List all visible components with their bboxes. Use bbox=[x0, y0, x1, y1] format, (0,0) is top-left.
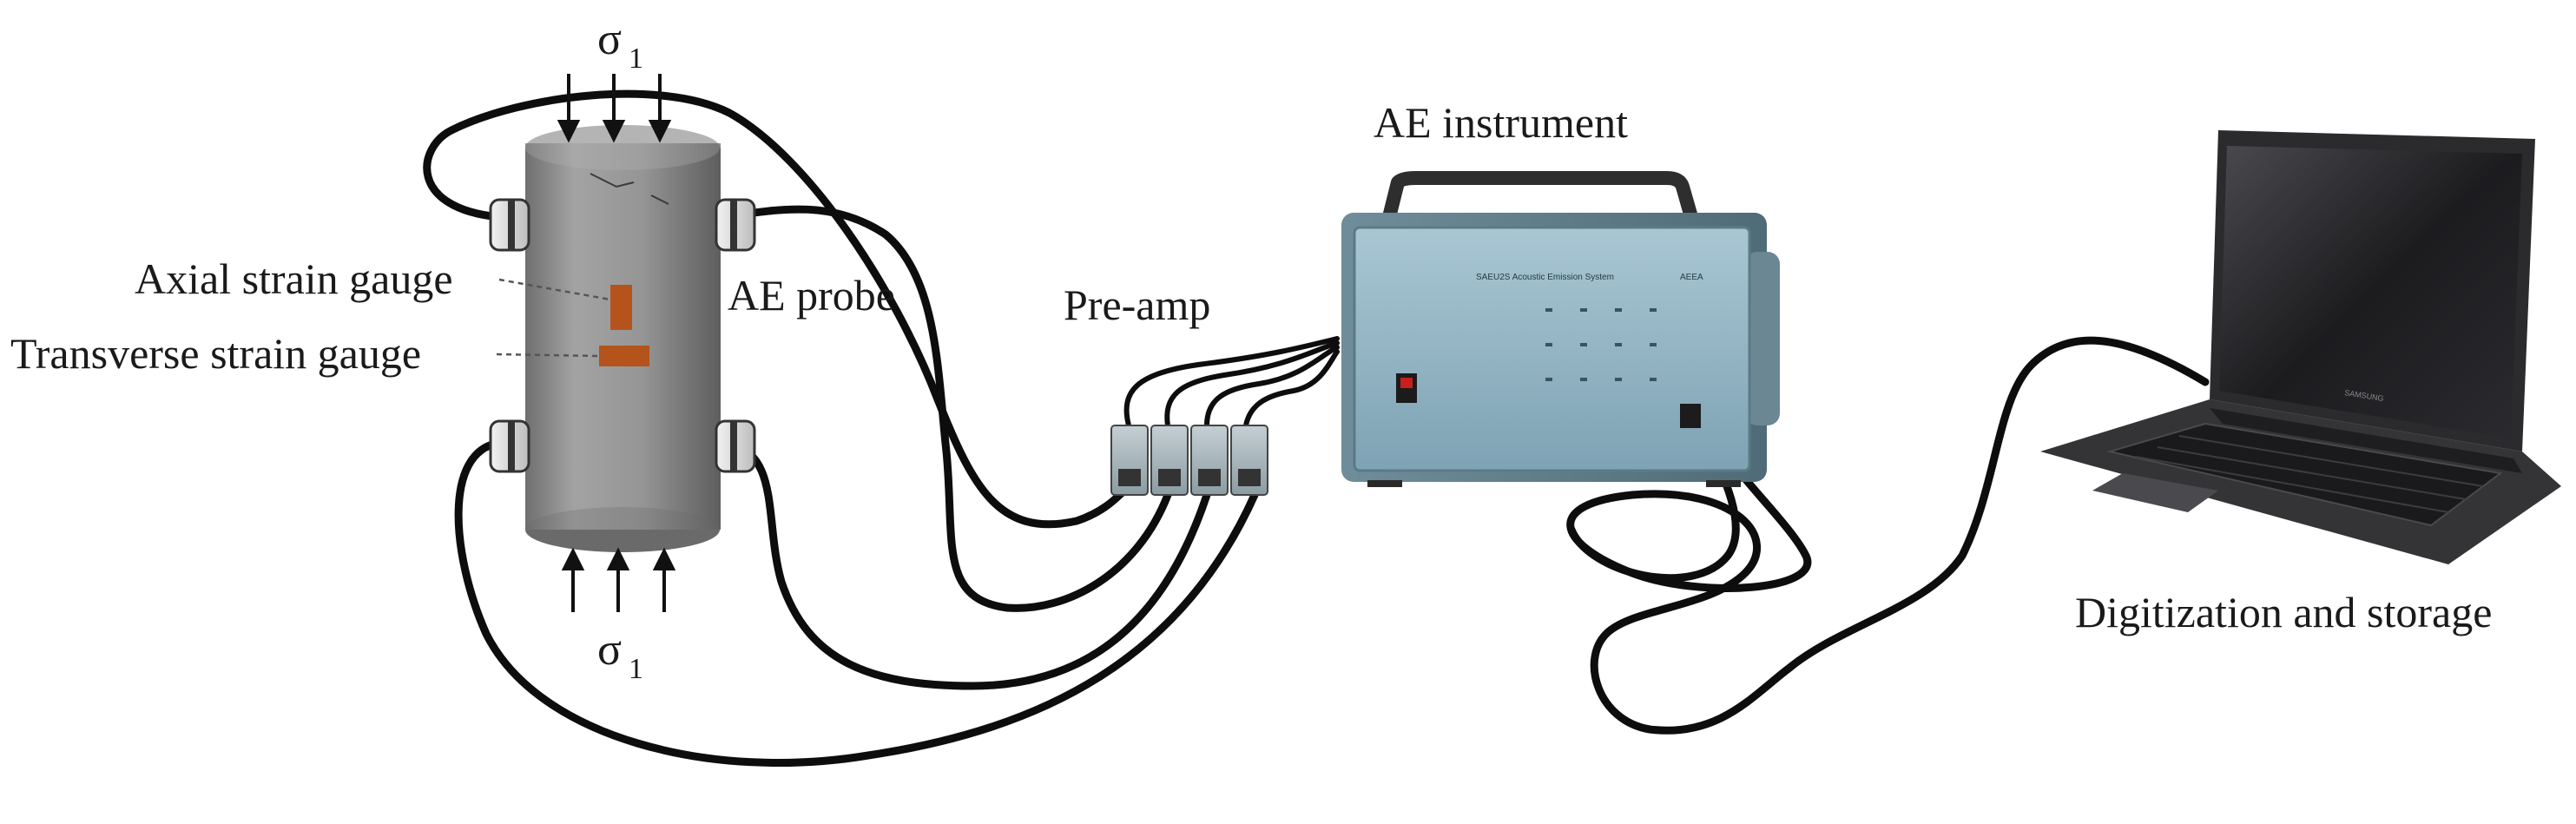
pre-amp-3 bbox=[1190, 425, 1229, 496]
arrow-down-icon bbox=[557, 74, 581, 143]
arrow-up-icon bbox=[652, 547, 676, 612]
sigma-symbol-bottom: σ bbox=[597, 625, 622, 675]
sigma-top-label: σ 1 bbox=[597, 15, 643, 75]
instrument-laptop-cable bbox=[1566, 336, 2210, 735]
pre-amp-2 bbox=[1150, 425, 1189, 496]
preamp-cable-1 bbox=[1123, 336, 1340, 428]
ae-probe-bottom-left bbox=[489, 419, 530, 473]
ae-probe-top-left bbox=[489, 198, 530, 252]
load-arrows-top bbox=[557, 74, 672, 143]
ae-probe-top-right bbox=[715, 198, 756, 252]
instrument-brand: AEEA bbox=[1680, 273, 1703, 282]
arrow-down-icon bbox=[602, 74, 626, 143]
laptop-touchpad bbox=[2092, 473, 2218, 512]
rock-specimen bbox=[525, 125, 721, 552]
arrow-up-icon bbox=[606, 547, 630, 612]
laptop-screen bbox=[2219, 146, 2522, 438]
sigma-subscript-top: 1 bbox=[629, 43, 643, 75]
laptop-keyboard bbox=[2106, 422, 2503, 527]
transverse-gauge-label: Transverse strain gauge bbox=[10, 329, 421, 378]
load-arrows-bottom bbox=[561, 547, 676, 612]
transverse-strain-gauge bbox=[599, 346, 649, 366]
pre-amp-label: Pre-amp bbox=[1064, 280, 1210, 329]
preamp-cable-3 bbox=[1204, 345, 1340, 428]
sigma-symbol-top: σ bbox=[597, 15, 622, 64]
instrument-connector bbox=[1680, 404, 1701, 428]
arrow-up-icon bbox=[561, 547, 585, 612]
instrument-panel-title: SAEU2S Acoustic Emission System bbox=[1476, 273, 1614, 282]
transverse-gauge-leader bbox=[496, 353, 600, 358]
sigma-bottom-label: σ 1 bbox=[597, 625, 643, 685]
ae-probe-bottom-right bbox=[715, 419, 756, 473]
ae-probes bbox=[489, 198, 756, 473]
cables bbox=[423, 89, 2210, 767]
pre-amp-1 bbox=[1110, 425, 1149, 496]
probe-cable-3 bbox=[721, 438, 1211, 690]
axial-strain-gauge bbox=[610, 285, 632, 330]
probe-cable-2 bbox=[721, 205, 1172, 612]
power-switch-icon bbox=[1396, 373, 1417, 403]
preamp-cable-4 bbox=[1243, 349, 1340, 428]
channel-indicators bbox=[1545, 308, 1657, 381]
probe-cable-4 bbox=[454, 438, 1259, 767]
pre-amp-units bbox=[1110, 425, 1268, 496]
axial-gauge-label: Axial strain gauge bbox=[135, 254, 453, 303]
ae-instrument: SAEU2S Acoustic Emission System AEEA bbox=[1341, 171, 1780, 487]
digitization-label: Digitization and storage bbox=[2075, 588, 2492, 636]
laptop: SAMSUNG bbox=[2040, 130, 2561, 564]
ae-probe-label: AE probe bbox=[728, 271, 895, 320]
arrow-down-icon bbox=[648, 74, 672, 143]
sigma-subscript-bottom: 1 bbox=[629, 653, 643, 685]
pre-amp-4 bbox=[1230, 425, 1268, 496]
ae-instrument-label: AE instrument bbox=[1374, 98, 1628, 147]
preamp-cable-2 bbox=[1164, 340, 1340, 428]
probe-cable-1 bbox=[423, 89, 1133, 529]
